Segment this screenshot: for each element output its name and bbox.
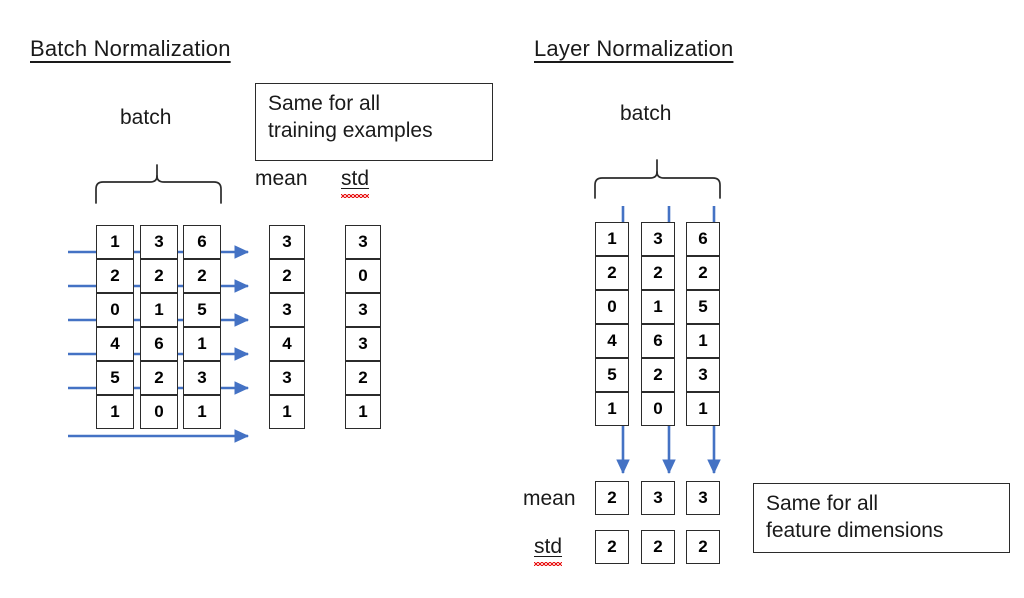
layernorm-std-cell-2: 2 [641,530,675,564]
batchnorm-title: Batch Normalization [30,36,231,61]
batchnorm-mean-cell-2: 2 [269,259,305,293]
layernorm-mean-label: mean [523,487,576,510]
batchnorm-cell-r5-c1: 5 [96,361,134,395]
batchnorm-std-text: std [341,167,370,198]
batchnorm-std-cell-2: 0 [345,259,381,293]
batchnorm-cell-r5-c3: 3 [183,361,221,395]
layernorm-cell-r4-c3: 1 [686,324,720,358]
layernorm-cell-r5-c1: 5 [595,358,629,392]
layernorm-mean-cell-3: 3 [686,481,720,515]
batch-brace-right [594,159,721,199]
layernorm-cell-r5-c2: 2 [641,358,675,392]
batchnorm-cell-r6-c2: 0 [140,395,178,429]
layernorm-mean-cell-2: 3 [641,481,675,515]
layernorm-std-label: std [534,535,563,566]
layernorm-callout: Same for all feature dimensions [753,483,1010,553]
batchnorm-std-cell-3: 3 [345,293,381,327]
batchnorm-batch-label: batch [120,106,172,129]
batchnorm-cell-r1-c3: 6 [183,225,221,259]
batchnorm-std-cell-6: 1 [345,395,381,429]
batchnorm-cell-r3-c2: 1 [140,293,178,327]
layernorm-cell-r4-c2: 6 [641,324,675,358]
batchnorm-mean-cell-4: 4 [269,327,305,361]
batchnorm-cell-r5-c2: 2 [140,361,178,395]
layernorm-cell-r2-c3: 2 [686,256,720,290]
batchnorm-cell-r2-c2: 2 [140,259,178,293]
batchnorm-std-cell-1: 3 [345,225,381,259]
batchnorm-mean-label: mean [255,167,308,190]
batchnorm-cell-r1-c2: 3 [140,225,178,259]
layernorm-cell-r6-c2: 0 [641,392,675,426]
layernorm-cell-r6-c1: 1 [595,392,629,426]
layernorm-cell-r1-c2: 3 [641,222,675,256]
batchnorm-mean-cell-5: 3 [269,361,305,395]
layernorm-cell-r4-c1: 4 [595,324,629,358]
batchnorm-cell-r2-c1: 2 [96,259,134,293]
layernorm-cell-r3-c3: 5 [686,290,720,324]
batchnorm-mean-cell-6: 1 [269,395,305,429]
layernorm-cell-r6-c3: 1 [686,392,720,426]
batchnorm-cell-r3-c1: 0 [96,293,134,327]
layernorm-std-text: std [534,535,563,566]
batchnorm-cell-r2-c3: 2 [183,259,221,293]
layernorm-std-cell-1: 2 [595,530,629,564]
batchnorm-mean-cell-1: 3 [269,225,305,259]
batch-brace-left [95,164,222,204]
batchnorm-std-label: std [341,167,370,198]
batchnorm-std-cell-5: 2 [345,361,381,395]
layernorm-mean-cell-1: 2 [595,481,629,515]
batchnorm-mean-cell-3: 3 [269,293,305,327]
layernorm-cell-r2-c1: 2 [595,256,629,290]
layernorm-cell-r1-c3: 6 [686,222,720,256]
batchnorm-cell-r1-c1: 1 [96,225,134,259]
layernorm-std-cell-3: 2 [686,530,720,564]
batchnorm-cell-r3-c3: 5 [183,293,221,327]
layernorm-cell-r3-c2: 1 [641,290,675,324]
layernorm-cell-r2-c2: 2 [641,256,675,290]
batchnorm-cell-r4-c3: 1 [183,327,221,361]
layernorm-cell-r3-c1: 0 [595,290,629,324]
layernorm-batch-label: batch [620,102,672,125]
batchnorm-callout: Same for all training examples [255,83,493,161]
batchnorm-std-cell-4: 3 [345,327,381,361]
batchnorm-cell-r4-c1: 4 [96,327,134,361]
layernorm-title: Layer Normalization [534,36,734,61]
batchnorm-cell-r6-c3: 1 [183,395,221,429]
layernorm-cell-r1-c1: 1 [595,222,629,256]
batchnorm-cell-r6-c1: 1 [96,395,134,429]
layernorm-cell-r5-c3: 3 [686,358,720,392]
batchnorm-cell-r4-c2: 6 [140,327,178,361]
